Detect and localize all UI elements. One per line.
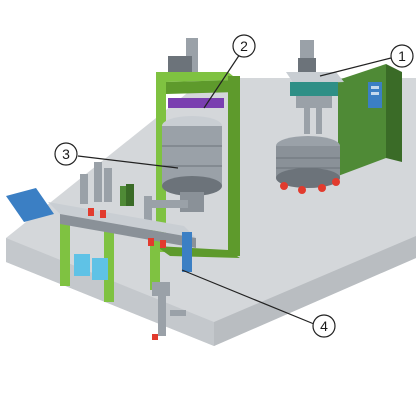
leader-2 xyxy=(203,53,241,109)
callout-1: 1 xyxy=(390,44,414,68)
callout-2-label: 2 xyxy=(240,38,248,54)
callout-4: 4 xyxy=(312,314,336,338)
callout-3-label: 3 xyxy=(62,146,70,162)
mixing-vessel-right xyxy=(276,40,402,194)
leader-3 xyxy=(77,155,179,169)
leader-4 xyxy=(181,269,315,325)
callout-1-label: 1 xyxy=(398,48,406,64)
callout-2: 2 xyxy=(232,34,256,58)
filling-line-conveyor xyxy=(6,162,196,340)
callout-4-label: 4 xyxy=(320,318,328,334)
callout-leaders xyxy=(77,53,392,325)
leader-1 xyxy=(319,57,392,77)
callout-3: 3 xyxy=(54,142,78,166)
press-vessel xyxy=(144,116,222,222)
